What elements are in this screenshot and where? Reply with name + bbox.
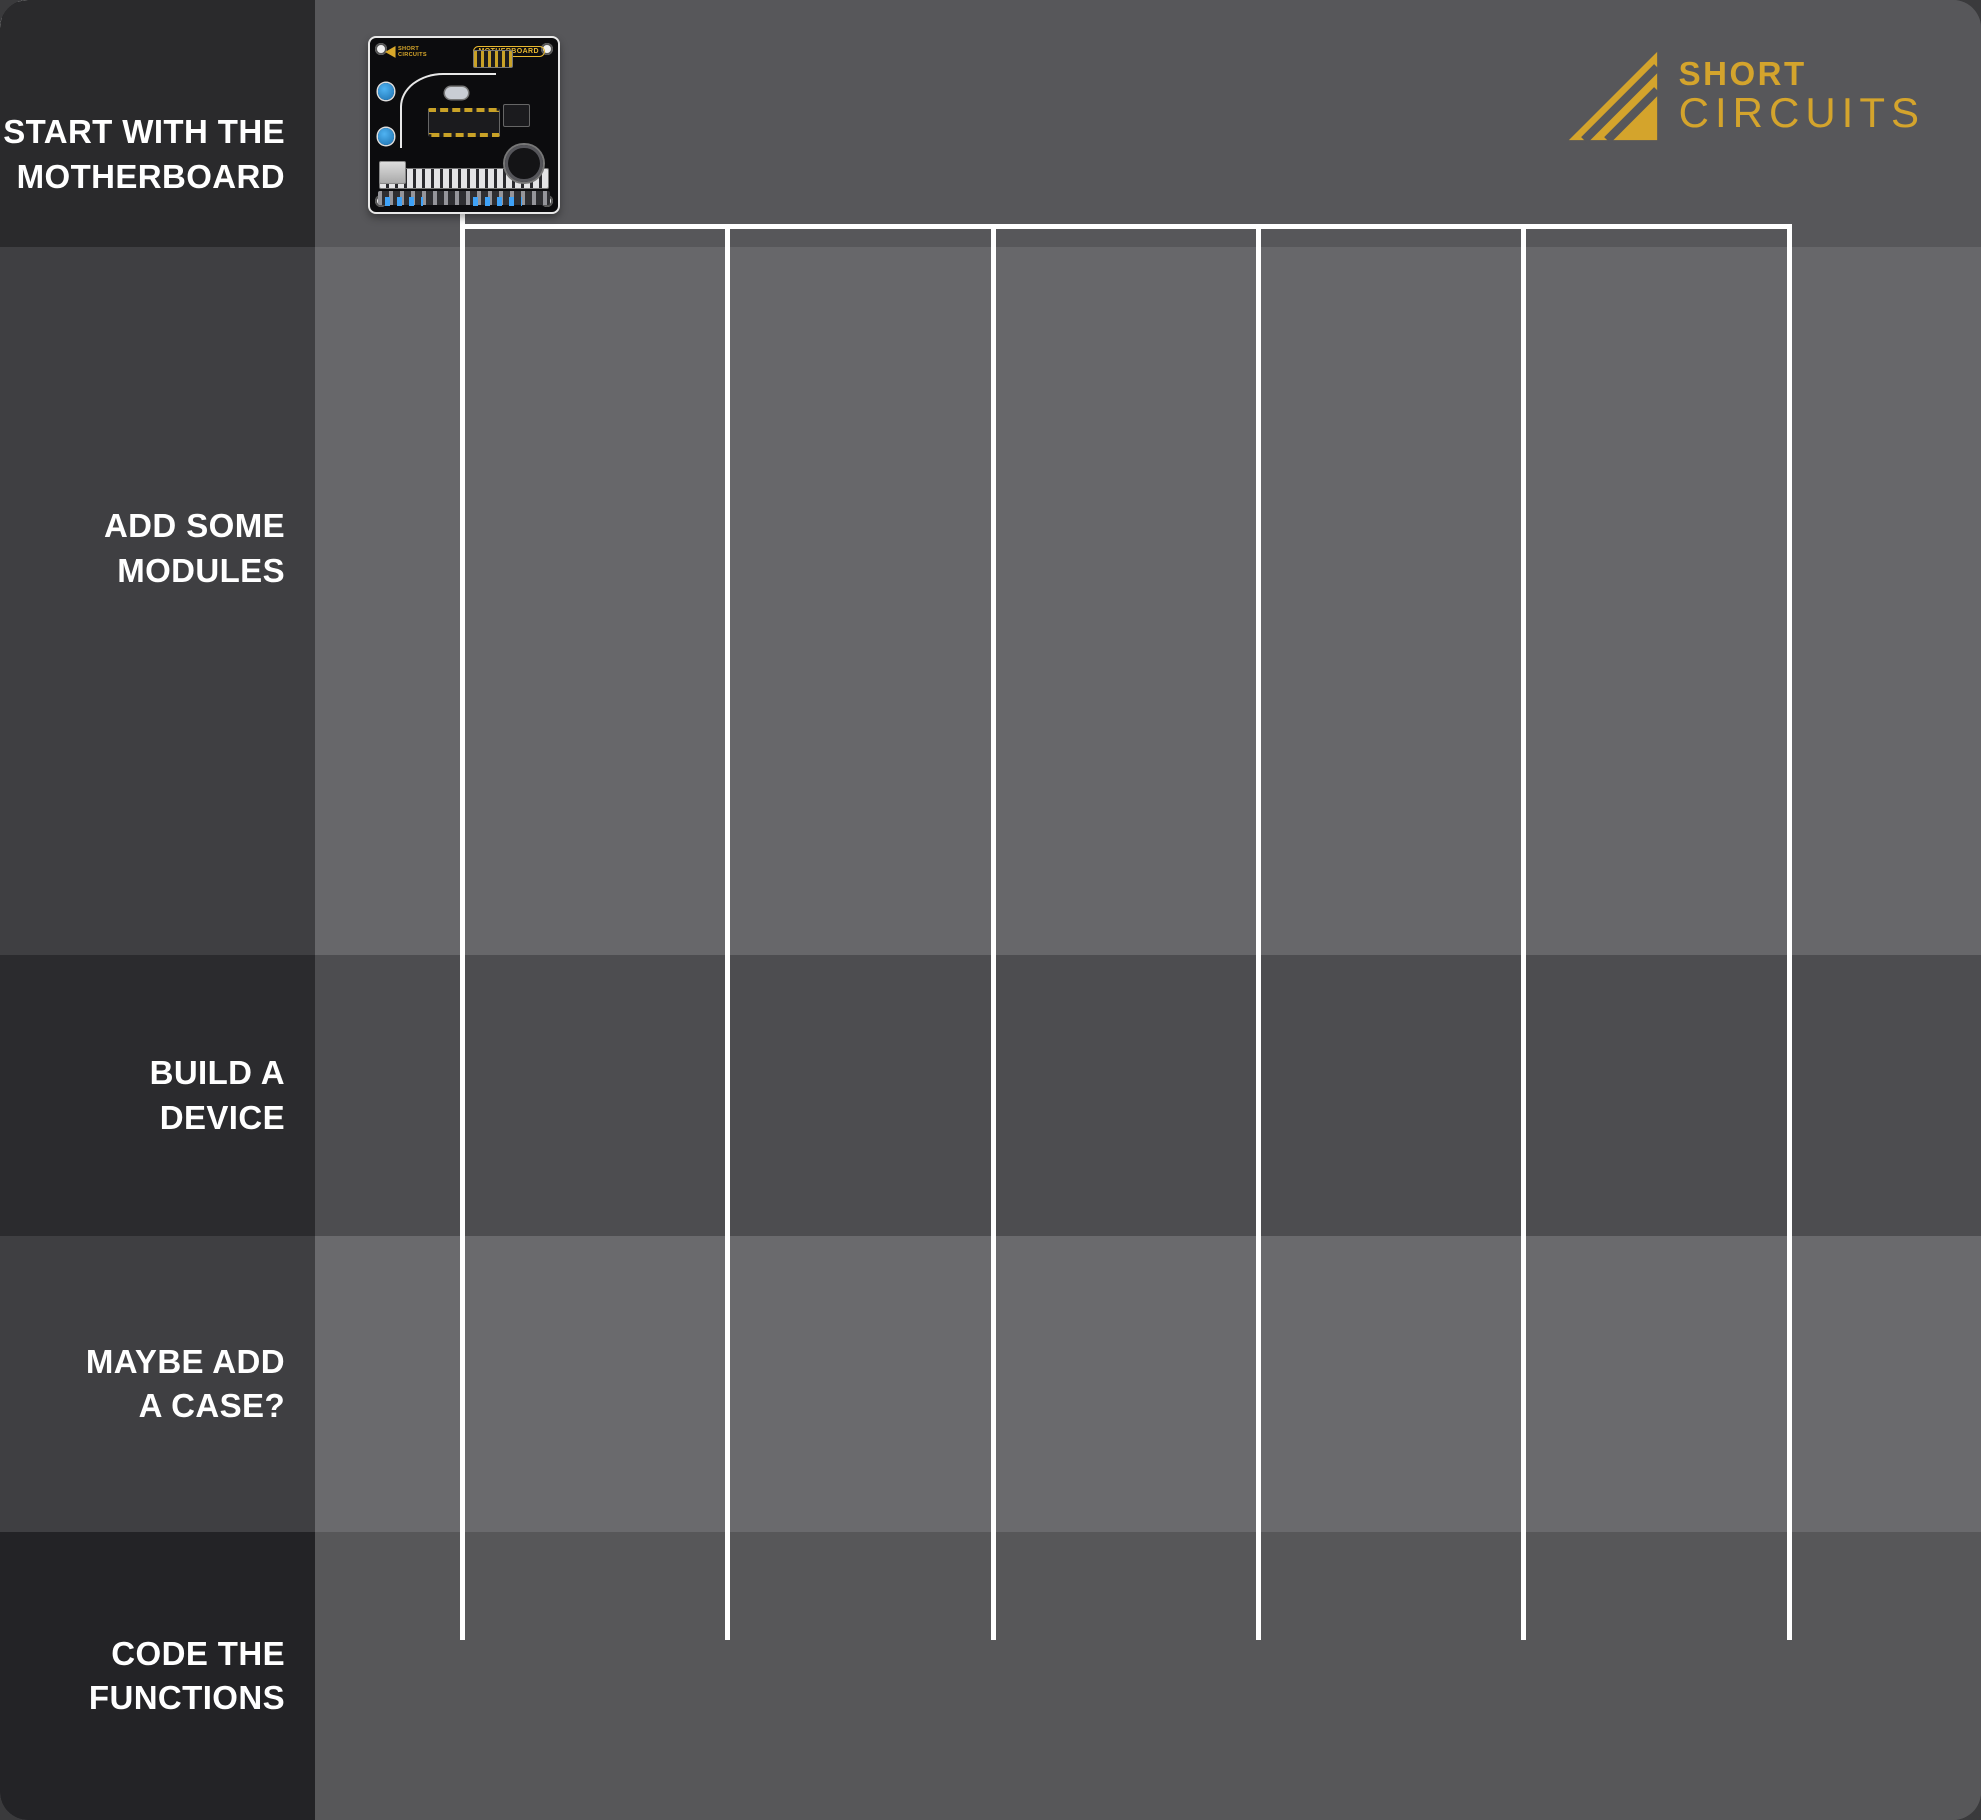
step-label: BUILD A DEVICE — [150, 1051, 285, 1139]
expansion-header — [473, 50, 513, 68]
column-line-2 — [725, 224, 730, 1640]
short-circuits-logo: SHORT CIRCUITS — [1565, 48, 1925, 144]
logo-wordmark: SHORT CIRCUITS — [1679, 55, 1925, 137]
step-label-line: MOTHERBOARD — [16, 157, 285, 195]
column-line-1 — [460, 224, 465, 1640]
band-device — [0, 955, 1981, 1236]
column-line-3 — [991, 224, 996, 1640]
step-label-line: CODE THE — [111, 1634, 285, 1672]
band-modules — [0, 247, 1981, 955]
blue-pin-group — [473, 197, 523, 206]
motherboard-board: SHORTCIRCUITSMOTHERBOARD — [368, 36, 560, 214]
crystal-oscillator — [445, 86, 468, 99]
sidebar-step-code: CODE THE FUNCTIONS — [0, 1532, 315, 1820]
sidebar-step-motherboard: START WITH THE MOTHERBOARD — [0, 0, 315, 247]
microcontroller-chip — [428, 107, 500, 138]
step-label-line: START WITH THE — [3, 113, 285, 151]
capacitor — [377, 128, 395, 146]
brand-triangle-icon — [385, 46, 396, 58]
sidebar-step-case: MAYBE ADD A CASE? — [0, 1236, 315, 1532]
band-code — [0, 1532, 1981, 1820]
step-label-line: ADD SOME — [103, 507, 285, 545]
step-label-line: MAYBE ADD — [85, 1342, 285, 1380]
logo-word-short: SHORT — [1678, 55, 1807, 92]
eeprom-chip — [503, 104, 530, 127]
step-label: CODE THE FUNCTIONS — [89, 1632, 285, 1720]
bus-line — [460, 224, 1791, 229]
logo-word-circuits: CIRCUITS — [1678, 89, 1925, 136]
coin-battery — [505, 144, 543, 183]
sidebar-step-modules: ADD SOME MODULES — [0, 247, 315, 955]
column-line-4 — [1256, 224, 1261, 1640]
column-line-5 — [1521, 224, 1526, 1640]
step-label-line: FUNCTIONS — [88, 1679, 285, 1716]
step-label-line: BUILD A — [149, 1054, 285, 1092]
step-label: MAYBE ADD A CASE? — [86, 1340, 285, 1428]
band-case — [0, 1236, 1981, 1532]
step-label-line: A CASE? — [138, 1387, 285, 1424]
blue-pin-group — [385, 197, 423, 206]
pcb-trace — [400, 72, 497, 148]
logo-triangle-icon — [1565, 48, 1661, 144]
step-label-line: DEVICE — [159, 1098, 285, 1136]
mount-hole — [374, 43, 388, 56]
usb-port — [379, 161, 406, 185]
step-label: START WITH THE MOTHERBOARD — [3, 110, 285, 198]
sidebar-step-device: BUILD A DEVICE — [0, 955, 315, 1236]
capacitor — [377, 83, 395, 101]
step-label-line: MODULES — [117, 551, 285, 589]
step-label: ADD SOME MODULES — [104, 504, 285, 592]
column-line-6 — [1787, 224, 1792, 1640]
